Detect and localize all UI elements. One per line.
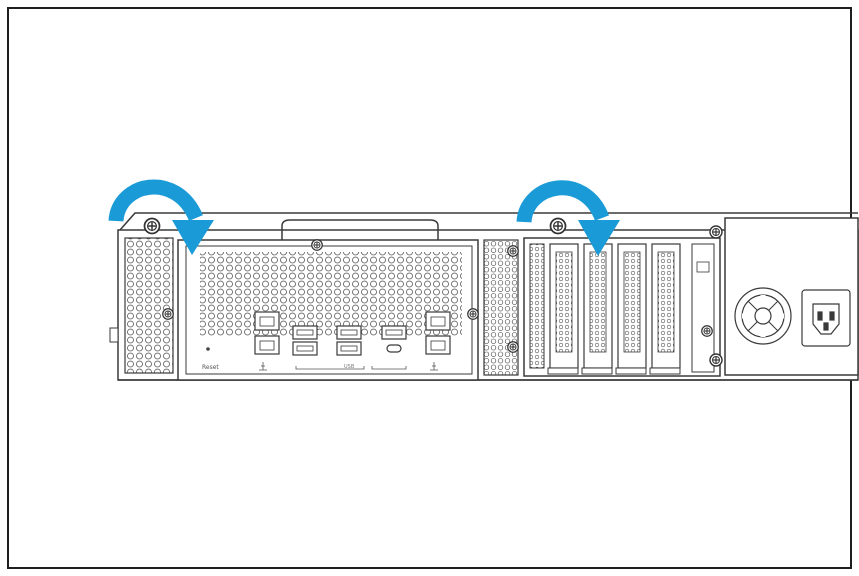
usb-port-1 (292, 325, 318, 340)
screw (311, 239, 323, 251)
usb-port-3 (336, 325, 362, 340)
lan-port-3 (425, 311, 451, 331)
power-socket-icon (801, 289, 851, 347)
io-bracket (177, 239, 479, 381)
lan-port-1 (254, 311, 280, 331)
io-ports (254, 311, 451, 356)
screw (701, 325, 713, 337)
lan-port-2 (254, 335, 280, 355)
screw (507, 341, 519, 353)
usb-port-2 (292, 341, 318, 356)
port-group-marks (259, 362, 438, 371)
lan-port-4 (425, 335, 451, 355)
network-icon (259, 362, 267, 371)
rotate-screw-arrow-icon (108, 179, 214, 255)
pcie-slot-2 (583, 243, 613, 369)
pcie-slot-3 (617, 243, 647, 369)
screw (709, 225, 723, 239)
pcie-slot-1 (549, 243, 579, 369)
usb-port-5 (381, 325, 407, 340)
reset-button (206, 347, 210, 351)
network-icon (430, 362, 438, 371)
usb-label: USB (344, 364, 355, 370)
left-vent (109, 237, 174, 374)
screw (162, 308, 174, 320)
pcie-slot-4 (651, 243, 681, 369)
screw (507, 245, 519, 257)
usb-c-port (386, 344, 402, 353)
screw-right-thumb (549, 217, 567, 235)
reset-label: Reset (202, 364, 219, 371)
screw (467, 308, 479, 320)
center-vent (483, 239, 519, 376)
pcie-slot-area (523, 237, 721, 377)
fan-icon (734, 287, 792, 345)
screw (709, 353, 723, 367)
screw-left-thumb (143, 217, 161, 235)
usb-port-4 (336, 341, 362, 356)
rotate-screw-arrow-icon (516, 180, 620, 256)
